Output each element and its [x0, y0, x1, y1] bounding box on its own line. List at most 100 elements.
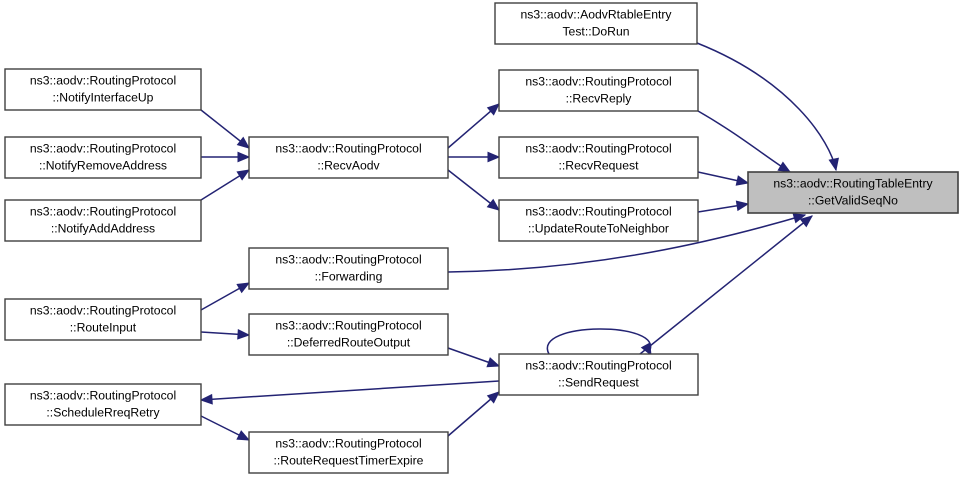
node-label-line2-route-request-timer-expire: ::RouteRequestTimerExpire	[274, 454, 424, 468]
node-label-line1-recv-request: ns3::aodv::RoutingProtocol	[525, 142, 671, 156]
node-label-line1-aodv-rtable-entry-test-dorun: ns3::aodv::AodvRtableEntry	[520, 8, 672, 22]
node-notify-add-address[interactable]: ns3::aodv::RoutingProtocol::NotifyAddAdd…	[4, 199, 202, 242]
edge-recv-reply-to-get-valid-seq-no-arrowhead	[777, 161, 792, 173]
node-label-line2-recv-request: ::RecvRequest	[559, 159, 640, 173]
edge-forwarding-to-get-valid-seq-no	[447, 213, 807, 273]
node-notify-interface-up[interactable]: ns3::aodv::RoutingProtocol::NotifyInterf…	[4, 68, 202, 111]
node-label-line1-send-request: ns3::aodv::RoutingProtocol	[525, 359, 671, 373]
edge-send-request-to-send-request	[546, 328, 652, 357]
edge-recv-aodv-to-update-route-to-neighbor-arrowhead	[486, 198, 501, 211]
node-label-line2-recv-aodv: ::RecvAodv	[317, 159, 380, 173]
node-update-route-to-neighbor[interactable]: ns3::aodv::RoutingProtocol::UpdateRouteT…	[498, 199, 699, 242]
node-label-line2-schedule-rreq-retry: ::ScheduleRreqRetry	[46, 406, 160, 420]
edge-recv-reply-to-get-valid-seq-no	[697, 110, 792, 173]
node-box-route-request-timer-expire[interactable]	[248, 431, 449, 474]
edge-recv-request-to-get-valid-seq-no-arrowhead	[735, 175, 750, 186]
edge-send-request-to-get-valid-seq-no-line	[639, 215, 813, 355]
edge-aodv-rtable-entry-test-dorun-to-get-valid-seq-no	[696, 42, 839, 172]
edge-update-route-to-neighbor-to-get-valid-seq-no	[697, 200, 750, 213]
node-box-get-valid-seq-no[interactable]	[747, 171, 959, 214]
edge-send-request-to-schedule-rreq-retry	[199, 380, 500, 405]
node-get-valid-seq-no[interactable]: ns3::aodv::RoutingTableEntry::GetValidSe…	[747, 171, 959, 214]
edge-forwarding-to-get-valid-seq-no-arrowhead	[792, 213, 807, 224]
edge-recv-aodv-to-recv-request-arrowhead	[487, 151, 501, 163]
node-label-line1-route-request-timer-expire: ns3::aodv::RoutingProtocol	[275, 437, 421, 451]
node-box-notify-interface-up[interactable]	[4, 68, 202, 111]
edge-recv-reply-to-get-valid-seq-no-line	[697, 110, 791, 173]
node-deferred-route-output[interactable]: ns3::aodv::RoutingProtocol::DeferredRout…	[248, 313, 449, 356]
node-label-line1-schedule-rreq-retry: ns3::aodv::RoutingProtocol	[30, 389, 176, 403]
edge-send-request-to-schedule-rreq-retry-line	[200, 380, 500, 401]
node-box-send-request[interactable]	[498, 353, 699, 396]
edge-send-request-to-schedule-rreq-retry-arrowhead	[199, 393, 213, 405]
node-recv-request[interactable]: ns3::aodv::RoutingProtocol::RecvRequest	[498, 136, 699, 179]
edge-notify-remove-address-to-recv-aodv	[201, 151, 251, 163]
node-label-line2-send-request: ::SendRequest	[558, 376, 639, 390]
node-box-update-route-to-neighbor[interactable]	[498, 199, 699, 242]
edge-notify-interface-up-to-recv-aodv-arrowhead	[236, 136, 251, 149]
node-label-line1-route-input: ns3::aodv::RoutingProtocol	[30, 304, 176, 318]
edge-route-input-to-forwarding-arrowhead	[236, 282, 251, 294]
edge-deferred-route-output-to-send-request-arrowhead	[486, 357, 501, 368]
node-box-recv-reply[interactable]	[498, 69, 699, 112]
edge-route-request-timer-expire-to-send-request	[447, 391, 500, 437]
node-label-line1-recv-reply: ns3::aodv::RoutingProtocol	[525, 75, 671, 89]
node-notify-remove-address[interactable]: ns3::aodv::RoutingProtocol::NotifyRemove…	[4, 136, 202, 179]
edge-notify-add-address-to-recv-aodv	[200, 169, 251, 201]
edge-notify-add-address-to-recv-aodv-arrowhead	[236, 169, 251, 181]
node-label-line2-forwarding: ::Forwarding	[315, 270, 383, 284]
edge-recv-aodv-to-update-route-to-neighbor	[447, 169, 501, 211]
node-recv-aodv[interactable]: ns3::aodv::RoutingProtocol::RecvAodv	[248, 136, 449, 179]
node-label-line1-notify-add-address: ns3::aodv::RoutingProtocol	[30, 205, 176, 219]
node-route-input[interactable]: ns3::aodv::RoutingProtocol::RouteInput	[4, 298, 202, 341]
node-schedule-rreq-retry[interactable]: ns3::aodv::RoutingProtocol::ScheduleRreq…	[4, 383, 202, 426]
node-label-line1-forwarding: ns3::aodv::RoutingProtocol	[275, 253, 421, 267]
node-label-line1-update-route-to-neighbor: ns3::aodv::RoutingProtocol	[525, 205, 671, 219]
node-box-deferred-route-output[interactable]	[248, 313, 449, 356]
edge-recv-aodv-to-recv-reply	[447, 103, 500, 149]
edge-forwarding-to-get-valid-seq-no-line	[447, 214, 806, 273]
node-box-recv-request[interactable]	[498, 136, 699, 179]
node-send-request[interactable]: ns3::aodv::RoutingProtocol::SendRequest	[498, 353, 699, 396]
node-box-forwarding[interactable]	[248, 247, 449, 290]
edge-update-route-to-neighbor-to-get-valid-seq-no-arrowhead	[735, 200, 750, 212]
node-label-line2-route-input: ::RouteInput	[70, 321, 137, 335]
node-label-line2-get-valid-seq-no: ::GetValidSeqNo	[808, 194, 898, 208]
edge-aodv-rtable-entry-test-dorun-to-get-valid-seq-no-arrowhead	[828, 157, 839, 172]
edge-schedule-rreq-retry-to-route-request-timer-expire-arrowhead	[236, 430, 251, 441]
node-label-line1-get-valid-seq-no: ns3::aodv::RoutingTableEntry	[773, 177, 933, 191]
edges-layer	[199, 42, 839, 441]
node-label-line2-notify-remove-address: ::NotifyRemoveAddress	[39, 159, 167, 173]
node-label-line2-recv-reply: ::RecvReply	[566, 92, 633, 106]
node-recv-reply[interactable]: ns3::aodv::RoutingProtocol::RecvReply	[498, 69, 699, 112]
node-label-line1-notify-interface-up: ns3::aodv::RoutingProtocol	[30, 74, 176, 88]
node-box-schedule-rreq-retry[interactable]	[4, 383, 202, 426]
node-box-recv-aodv[interactable]	[248, 136, 449, 179]
node-label-line2-update-route-to-neighbor: ::UpdateRouteToNeighbor	[528, 222, 669, 236]
node-box-notify-remove-address[interactable]	[4, 136, 202, 179]
edge-route-input-to-deferred-route-output-arrowhead	[237, 328, 251, 340]
edge-recv-request-to-get-valid-seq-no	[697, 171, 750, 186]
node-label-line1-deferred-route-output: ns3::aodv::RoutingProtocol	[275, 319, 421, 333]
node-label-line1-notify-remove-address: ns3::aodv::RoutingProtocol	[30, 142, 176, 156]
edge-notify-interface-up-to-recv-aodv	[200, 109, 251, 149]
node-label-line2-aodv-rtable-entry-test-dorun: Test::DoRun	[562, 25, 629, 39]
edge-send-request-to-send-request-line	[546, 328, 652, 355]
edge-recv-aodv-to-recv-reply-arrowhead	[486, 103, 500, 116]
node-box-notify-add-address[interactable]	[4, 199, 202, 242]
edge-send-request-to-get-valid-seq-no	[639, 215, 814, 355]
node-box-route-input[interactable]	[4, 298, 202, 341]
node-forwarding[interactable]: ns3::aodv::RoutingProtocol::Forwarding	[248, 247, 449, 290]
edge-route-input-to-forwarding	[200, 282, 251, 311]
edge-deferred-route-output-to-send-request	[447, 347, 501, 368]
node-route-request-timer-expire[interactable]: ns3::aodv::RoutingProtocol::RouteRequest…	[248, 431, 449, 474]
edge-send-request-to-get-valid-seq-no-arrowhead	[799, 215, 814, 228]
edge-schedule-rreq-retry-to-route-request-timer-expire	[200, 415, 251, 441]
node-label-line2-notify-interface-up: ::NotifyInterfaceUp	[53, 91, 154, 105]
edge-notify-remove-address-to-recv-aodv-arrowhead	[237, 151, 251, 163]
node-label-line2-notify-add-address: ::NotifyAddAddress	[51, 222, 155, 236]
node-box-aodv-rtable-entry-test-dorun[interactable]	[494, 2, 698, 45]
